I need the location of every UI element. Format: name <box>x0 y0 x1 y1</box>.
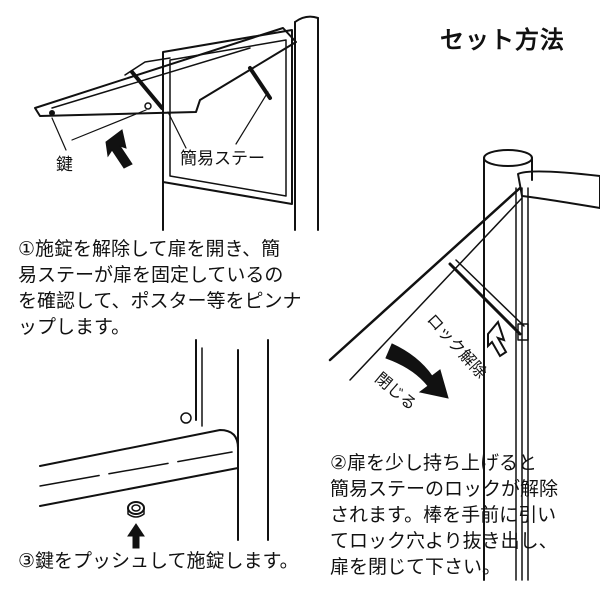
step-2-line: ②扉を少し持ち上げると <box>330 450 592 476</box>
step-2-line: 扉を閉じて下さい。 <box>330 554 592 580</box>
pole-1 <box>295 18 318 230</box>
step-1-line: を確認して、ポスター等をピンナ <box>18 288 318 314</box>
door-top-bar <box>518 171 600 208</box>
arrow-up-icon <box>106 130 132 168</box>
label-key: 鍵 <box>56 155 73 175</box>
pole-3 <box>238 340 268 540</box>
arrow-push-icon <box>128 524 144 548</box>
label-stay: 簡易ステー <box>180 149 265 169</box>
label-lock-release: ロック解除 <box>423 310 491 382</box>
step-2-line: されます。棒を手前に引い <box>330 502 592 528</box>
step-1-line: ップします。 <box>18 314 318 340</box>
step-2-instructions: ②扉を少し持ち上げると 簡易ステーのロックが解除 されます。棒を手前に引い てロ… <box>330 450 592 580</box>
step-1-instructions: ①施錠を解除して扉を開き、簡 易ステーが扉を固定しているの を確認して、ポスター… <box>18 236 318 340</box>
arrow-outline-icon <box>488 322 506 356</box>
step-1-line: ①施錠を解除して扉を開き、簡 <box>18 236 318 262</box>
step-1-line: 易ステーが扉を固定しているの <box>18 262 318 288</box>
key-cylinder <box>128 502 144 514</box>
step-3-instructions: ③鍵をプッシュして施錠します。 <box>18 548 318 574</box>
key-hole <box>50 111 55 116</box>
step-2-line: 簡易ステーのロックが解除 <box>330 476 592 502</box>
label-close: 閉じる <box>371 369 420 414</box>
door-canopy <box>35 28 296 116</box>
illustration-open-board <box>35 17 318 230</box>
step-2-line: てロック穴より抜き出し、 <box>330 528 592 554</box>
page-title: セット方法 <box>440 20 565 55</box>
illustration-key-push <box>40 340 268 540</box>
